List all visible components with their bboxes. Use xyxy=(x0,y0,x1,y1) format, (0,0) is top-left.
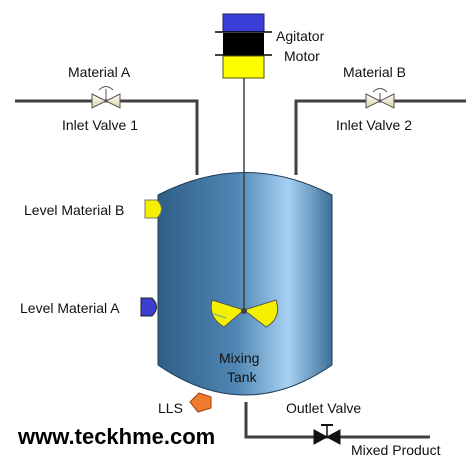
material-a-label: Material A xyxy=(68,64,131,80)
level-material-a-label: Level Material A xyxy=(20,300,120,316)
level-sensor-b xyxy=(144,199,162,219)
website-label: www.teckhme.com xyxy=(17,424,215,449)
material-b-label: Material B xyxy=(343,64,406,80)
mixed-product-label: Mixed Product xyxy=(351,442,441,458)
motor-icon xyxy=(215,13,272,79)
inlet-valve-1-label: Inlet Valve 1 xyxy=(62,117,138,133)
outlet-pipe xyxy=(244,402,430,439)
lls-label: LLS xyxy=(158,400,183,416)
outlet-valve-label: Outlet Valve xyxy=(286,400,361,416)
tank-label-line1: Mixing xyxy=(219,350,259,366)
tank-label-line2: Tank xyxy=(227,369,258,385)
inlet-valve-1[interactable] xyxy=(91,86,121,109)
inlet-valve-2[interactable] xyxy=(365,88,395,109)
motor-label: Motor xyxy=(284,48,320,64)
mixing-tank xyxy=(157,172,333,396)
impeller-blade-icon xyxy=(210,299,279,328)
level-sensor-a xyxy=(140,297,157,317)
outlet-valve[interactable] xyxy=(313,424,341,445)
lls-sensor xyxy=(189,392,212,413)
inlet-pipe-1 xyxy=(15,99,199,175)
level-material-b-label: Level Material B xyxy=(24,202,124,218)
inlet-valve-2-label: Inlet Valve 2 xyxy=(336,117,412,133)
agitator-label: Agitator xyxy=(276,28,325,44)
inlet-pipe-2 xyxy=(294,99,466,175)
